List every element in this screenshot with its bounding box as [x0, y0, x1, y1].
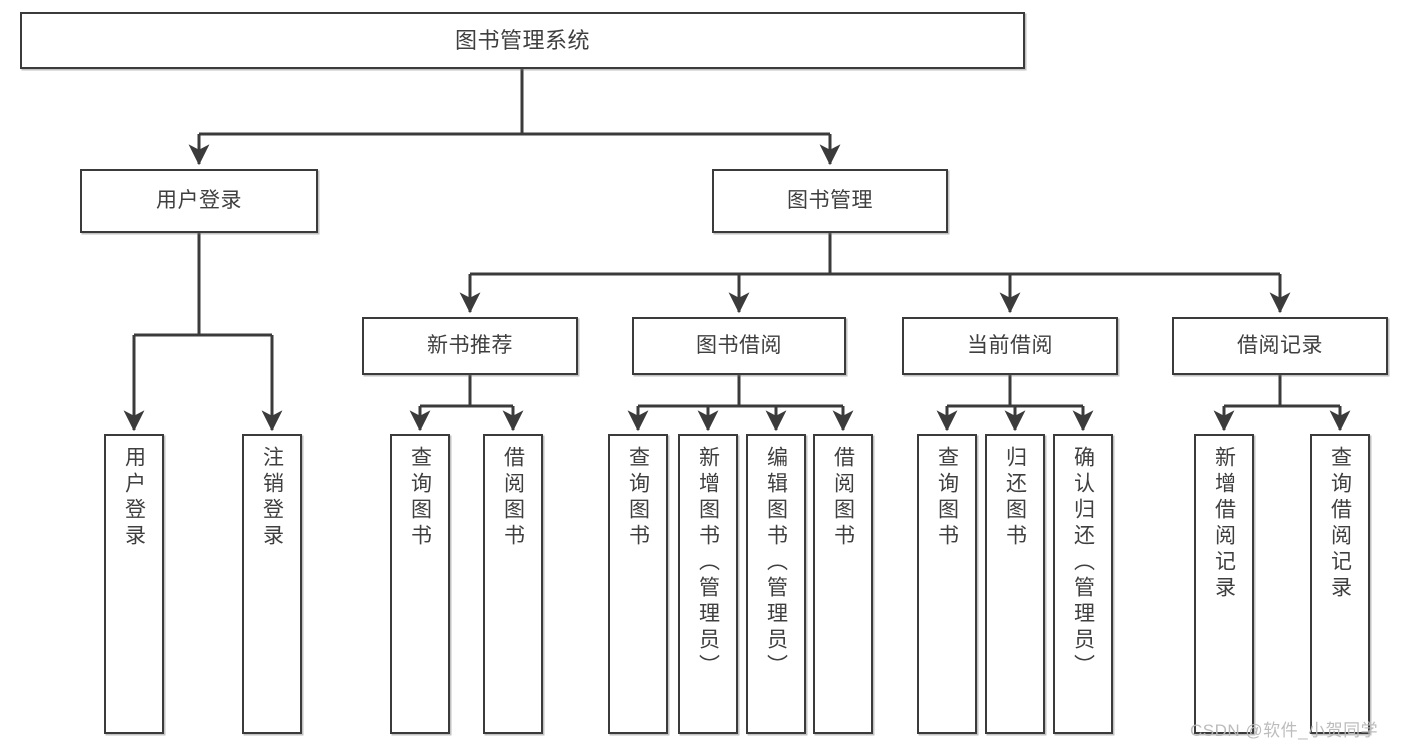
node-borrow-record[interactable]: 借阅记录 [1172, 317, 1388, 375]
node-label: 图书借阅 [696, 333, 782, 357]
node-label: 借阅记录 [1237, 333, 1323, 357]
node-root-system[interactable]: 图书管理系统 [20, 12, 1025, 69]
leaf-query-borrow-record[interactable]: 查询借阅记录 [1310, 434, 1370, 734]
node-label: 新书推荐 [427, 333, 513, 357]
node-label: 查询图书 [935, 446, 959, 550]
csdn-watermark: CSDN @软件_小贺同学 [1190, 721, 1379, 740]
node-user-login[interactable]: 用户登录 [80, 169, 318, 233]
leaf-borrow-book-borrow[interactable]: 借阅图书 [813, 434, 873, 734]
node-label: 查询图书 [408, 446, 432, 550]
node-label: 查询图书 [626, 446, 650, 550]
node-label: 编辑图书（管理员） [764, 446, 788, 680]
leaf-add-book[interactable]: 新增图书（管理员） [678, 434, 738, 734]
node-label: 当前借阅 [967, 333, 1053, 357]
leaf-query-book-borrow[interactable]: 查询图书 [608, 434, 668, 734]
node-current-borrow[interactable]: 当前借阅 [902, 317, 1118, 375]
node-label: 新增借阅记录 [1212, 446, 1236, 602]
node-label: 借阅图书 [501, 446, 525, 550]
node-new-book-recommend[interactable]: 新书推荐 [362, 317, 578, 375]
leaf-add-borrow-record[interactable]: 新增借阅记录 [1194, 434, 1254, 734]
leaf-user-login[interactable]: 用户登录 [104, 434, 164, 734]
node-label: 查询借阅记录 [1328, 446, 1352, 602]
node-book-borrow[interactable]: 图书借阅 [632, 317, 846, 375]
leaf-confirm-return[interactable]: 确认归还（管理员） [1053, 434, 1113, 734]
node-label: 确认归还（管理员） [1071, 446, 1095, 680]
leaf-query-book-new[interactable]: 查询图书 [390, 434, 450, 734]
leaf-logout[interactable]: 注销登录 [242, 434, 302, 734]
node-label: 新增图书（管理员） [696, 446, 720, 680]
node-label: 借阅图书 [831, 446, 855, 550]
node-label: 图书管理系统 [454, 27, 590, 53]
leaf-query-book-current[interactable]: 查询图书 [917, 434, 977, 734]
leaf-edit-book[interactable]: 编辑图书（管理员） [746, 434, 806, 734]
node-label: 用户登录 [122, 446, 146, 550]
leaf-borrow-book-new[interactable]: 借阅图书 [483, 434, 543, 734]
node-label: 用户登录 [156, 188, 242, 212]
node-book-manage[interactable]: 图书管理 [712, 169, 948, 233]
node-label: 注销登录 [260, 446, 284, 550]
leaf-return-book[interactable]: 归还图书 [985, 434, 1045, 734]
node-label: 归还图书 [1003, 446, 1027, 550]
node-label: 图书管理 [787, 188, 873, 212]
